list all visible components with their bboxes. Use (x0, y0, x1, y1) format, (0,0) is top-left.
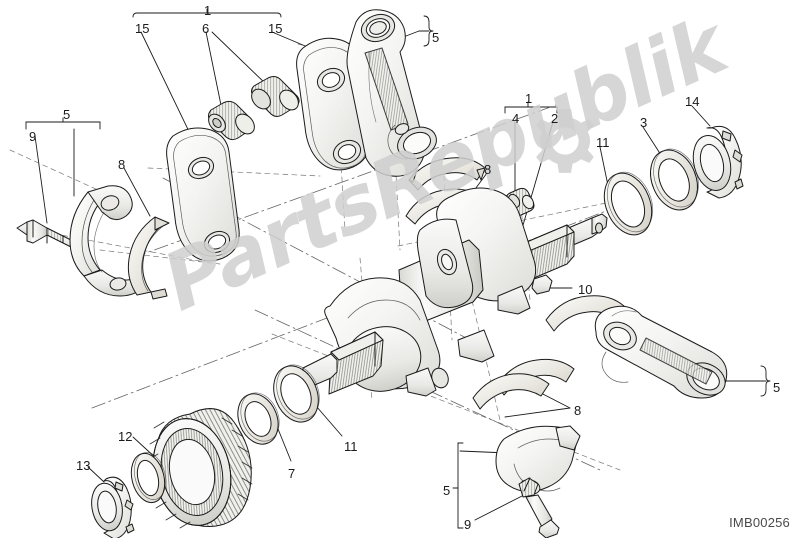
callout-2: 2 (551, 111, 559, 126)
part-5-conrod-cap-bottom (495, 425, 581, 495)
callout-5-right: 5 (773, 380, 781, 395)
part-4-plug (505, 187, 535, 216)
part-5-connecting-rod-top (346, 9, 437, 177)
callout-15-b: 15 (268, 21, 283, 36)
callout-9-left: 9 (29, 129, 37, 144)
part-5-conrod-cap-left (69, 185, 141, 297)
callout-14: 14 (685, 94, 700, 109)
part-8-bearing-shell-lower-c (472, 373, 550, 410)
callout-7: 7 (288, 466, 296, 481)
callout-11-lower: 11 (344, 439, 358, 454)
part-8-bearing-shell-upper (408, 157, 486, 191)
part-15-counterweight-plate-right (296, 37, 370, 171)
callout-3: 3 (640, 115, 648, 130)
part-9-conrod-bolt-left (16, 219, 76, 249)
part-3-thrust-washer (650, 148, 699, 211)
callout-13: 13 (76, 458, 91, 473)
primary-drive-gear (147, 408, 253, 529)
part-10-woodruff-key (531, 274, 553, 295)
callout-11-right: 11 (596, 135, 610, 150)
callout-4: 4 (512, 111, 520, 126)
callout-15: 15 (135, 21, 150, 36)
callout-9-bottom: 9 (464, 517, 472, 532)
part-8-bearing-shell-left (127, 216, 170, 300)
callout-8-upper: 8 (484, 162, 492, 177)
part-5-connecting-rod-lower (594, 305, 728, 399)
callout-5-left: 5 (63, 107, 71, 122)
part-7-spacer-washer (237, 392, 280, 445)
part-11-washer-lower (273, 364, 320, 423)
part-11-washer-right (603, 171, 654, 236)
part-13-ring-nut (91, 476, 135, 538)
callout-12: 12 (118, 429, 133, 444)
part-6-screw-plug-right (251, 76, 300, 117)
callout-6: 6 (202, 21, 210, 36)
callout-5-top: 5 (432, 30, 440, 45)
part-6-screw-plug-left (208, 100, 255, 141)
part-15-counterweight-plate-left (166, 127, 240, 262)
part-14-ring-nut (692, 125, 744, 199)
callout-1: 1 (204, 3, 212, 18)
part-2-crankshaft (281, 187, 608, 398)
image-id-label: IMB00256 (729, 515, 790, 530)
callout-8-lower: 8 (574, 403, 582, 418)
part-9-conrod-bolt-bottom (518, 477, 560, 538)
callout-1-right: 1 (525, 91, 533, 106)
callout-10: 10 (578, 282, 593, 297)
callout-8-left: 8 (118, 157, 126, 172)
part-12-washer (130, 452, 167, 504)
callout-5-bottom: 5 (443, 483, 451, 498)
